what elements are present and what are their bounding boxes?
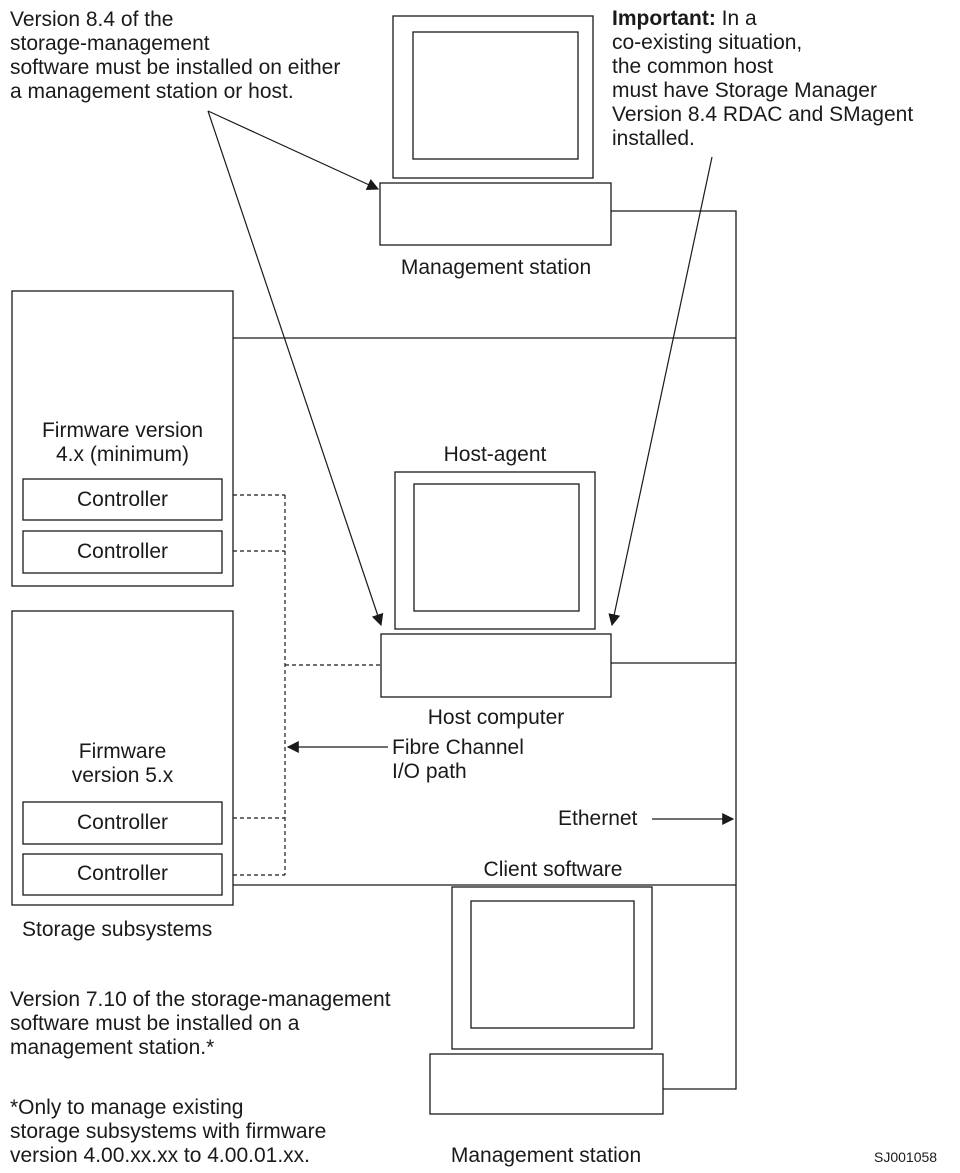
footnote: *Only to manage existing storage subsyst… — [10, 1096, 370, 1168]
important-label: Important: — [612, 7, 716, 30]
figure-id: SJ001058 — [874, 1149, 938, 1165]
storage-subsystems-label: Storage subsystems — [22, 918, 213, 941]
monitor-host-screen — [413, 483, 580, 612]
management-station-bottom-label: Management station — [450, 1144, 642, 1167]
host-computer-label: Host computer — [427, 706, 565, 729]
monitor-top — [392, 15, 594, 179]
subsystem-bottom-controller-2 — [22, 853, 223, 896]
ethernet-label: Ethernet — [558, 807, 638, 830]
host-computer-box — [380, 633, 612, 698]
note-version-7-10-line-3: management station.* — [10, 1036, 215, 1059]
note-version-7-10-line-1: Version 7.10 of the storage-management — [10, 988, 391, 1011]
arrow-important-to-host — [608, 156, 713, 627]
footnote-line-3: version 4.00.xx.xx to 4.00.01.xx. — [10, 1144, 310, 1167]
footnote-line-2: storage subsystems with firmware — [10, 1120, 327, 1143]
management-station-top-box — [379, 182, 612, 246]
monitor-client — [451, 886, 653, 1050]
note-version-7-10: Version 7.10 of the storage-management s… — [10, 988, 450, 1060]
note-version-8-4-line-3: software must be installed on either — [10, 56, 341, 79]
subsystem-bottom-controller-2-label: Controller — [76, 862, 169, 885]
subsystem-top-firmware-line-1: Firmware version — [41, 419, 204, 442]
monitor-host — [394, 471, 596, 630]
fibre-channel-label-line-2: I/O path — [392, 760, 467, 783]
note-version-8-4: Version 8.4 of the storage-management so… — [10, 8, 395, 104]
note-version-7-10-line-2: software must be installed on a — [10, 1012, 300, 1035]
subsystem-top-box — [11, 290, 234, 587]
note-version-8-4-line-4: a management station or host. — [10, 80, 294, 103]
note-version-8-4-line-1: Version 8.4 of the — [10, 8, 174, 31]
monitor-client-screen — [470, 900, 635, 1029]
management-station-top-label: Management station — [400, 256, 592, 279]
ethernet-top-link — [611, 210, 737, 1090]
subsystem-bottom-controller-1-label: Controller — [76, 811, 169, 834]
note-important-line-5: Version 8.4 RDAC and SMagent — [612, 103, 914, 126]
subsystem-bottom-controller-1 — [22, 801, 223, 845]
subsystem-bottom-firmware-line-2: version 5.x — [71, 764, 174, 787]
subsystem-bottom-firmware: Firmware version 5.x — [12, 740, 233, 788]
footnote-line-1: *Only to manage existing — [10, 1096, 244, 1119]
subsystem-top-controller-2-label: Controller — [76, 540, 169, 563]
subsystem-top-controller-2 — [22, 530, 223, 574]
subsystem-top-firmware: Firmware version 4.x (minimum) — [12, 419, 233, 467]
note-important-line-3: the common host — [612, 55, 774, 78]
subsystem-top-firmware-line-2: 4.x (minimum) — [55, 443, 189, 466]
fibre-channel-label-line-1: Fibre Channel — [392, 736, 524, 759]
note-important-line-4: must have Storage Manager — [612, 79, 877, 102]
note-important-line-1: In a — [721, 7, 757, 30]
note-important-line-6: installed. — [612, 127, 695, 150]
note-important-line-2: co-existing situation, — [612, 31, 803, 54]
note-version-8-4-line-2: storage-management — [10, 32, 210, 55]
note-important: Important: In a co-existing situation, t… — [612, 7, 958, 151]
subsystem-top-controller-1 — [22, 478, 223, 521]
arrow-to-host-left — [207, 110, 384, 627]
client-software-label: Client software — [483, 858, 623, 881]
subsystem-bottom-firmware-line-1: Firmware — [78, 740, 167, 763]
management-station-bottom-box — [429, 1053, 664, 1115]
host-agent-label: Host-agent — [443, 443, 547, 466]
fibre-channel-label: Fibre Channel I/O path — [392, 736, 552, 784]
subsystem-bottom-box — [11, 610, 234, 906]
subsystem-top-controller-1-label: Controller — [76, 488, 169, 511]
arrow-to-management-station — [207, 110, 380, 190]
monitor-top-screen — [412, 31, 579, 160]
